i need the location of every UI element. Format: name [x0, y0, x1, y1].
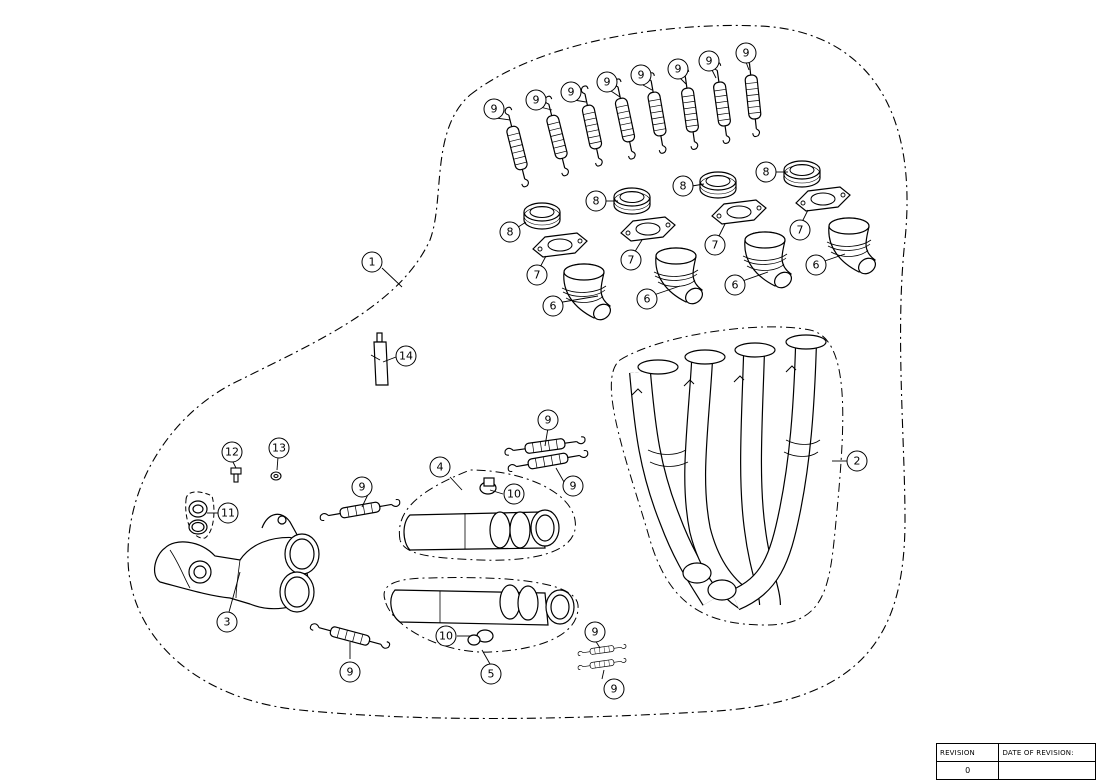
callout-10: 10: [435, 625, 457, 647]
bolt-part: [230, 467, 242, 483]
callout-9: 9: [584, 621, 606, 643]
callout-14: 14: [395, 345, 417, 367]
side-spring-part: [308, 434, 627, 671]
collector-part: [153, 513, 320, 613]
svg-text:7: 7: [628, 254, 635, 267]
callout-6: 6: [805, 254, 827, 276]
callout-9: 9: [603, 678, 625, 700]
o-ring-group-outline: [185, 491, 215, 539]
upper-midpipe-part: [403, 477, 560, 551]
svg-text:9: 9: [611, 683, 618, 696]
svg-text:9: 9: [743, 47, 750, 60]
o-ring-part: [188, 500, 208, 535]
revision-header: REVISION: [935, 743, 1000, 762]
svg-text:9: 9: [491, 103, 498, 116]
callout-7: 7: [526, 264, 548, 286]
callout-9: 9: [525, 89, 547, 111]
svg-text:7: 7: [534, 269, 541, 282]
svg-text:7: 7: [797, 224, 804, 237]
svg-text:1: 1: [369, 256, 376, 269]
svg-text:13: 13: [272, 442, 286, 455]
svg-text:11: 11: [221, 507, 235, 520]
svg-text:6: 6: [813, 259, 820, 272]
callout-11: 11: [217, 502, 239, 524]
svg-text:9: 9: [706, 55, 713, 68]
callout-4: 4: [429, 456, 451, 478]
callout-6: 6: [636, 288, 658, 310]
svg-text:5: 5: [488, 668, 495, 681]
callout-9: 9: [562, 475, 584, 497]
sealant-tube-part: [373, 332, 389, 386]
callout-8: 8: [499, 221, 521, 243]
header-pipes-part: [629, 334, 827, 611]
washer-part: [270, 471, 282, 481]
revision-value: 0: [935, 761, 1000, 780]
svg-text:6: 6: [732, 279, 739, 292]
callout-9: 9: [537, 409, 559, 431]
svg-text:8: 8: [507, 226, 514, 239]
revision-table: REVISION DATE OF REVISION: 0: [935, 743, 1096, 780]
svg-text:8: 8: [680, 180, 687, 193]
svg-text:9: 9: [347, 666, 354, 679]
callout-9: 9: [667, 58, 689, 80]
svg-text:2: 2: [854, 455, 861, 468]
svg-text:10: 10: [439, 630, 453, 643]
svg-text:10: 10: [507, 488, 521, 501]
date-of-revision-header: DATE OF REVISION:: [998, 743, 1096, 762]
callout-6: 6: [724, 274, 746, 296]
svg-text:14: 14: [399, 350, 413, 363]
callout-8: 8: [755, 161, 777, 183]
svg-text:9: 9: [568, 86, 575, 99]
callout-10: 10: [503, 483, 525, 505]
svg-text:9: 9: [545, 414, 552, 427]
svg-text:8: 8: [763, 166, 770, 179]
svg-text:9: 9: [570, 480, 577, 493]
svg-text:9: 9: [638, 69, 645, 82]
svg-text:9: 9: [604, 76, 611, 89]
svg-text:12: 12: [225, 446, 239, 459]
callout-9: 9: [596, 71, 618, 93]
callout-8: 8: [585, 190, 607, 212]
callout-9: 9: [698, 50, 720, 72]
callout-9: 9: [630, 64, 652, 86]
callout-9: 9: [339, 661, 361, 683]
svg-text:9: 9: [592, 626, 599, 639]
callout-9: 9: [483, 98, 505, 120]
callout-13: 13: [268, 437, 290, 459]
callout-6: 6: [542, 295, 564, 317]
midpipe-lower-outline: [383, 577, 579, 653]
callout-7: 7: [620, 249, 642, 271]
svg-text:9: 9: [675, 63, 682, 76]
svg-text:6: 6: [550, 300, 557, 313]
svg-text:9: 9: [533, 94, 540, 107]
date-of-revision-value: [998, 761, 1096, 780]
callout-7: 7: [704, 234, 726, 256]
callout-7: 7: [789, 219, 811, 241]
callout-12: 12: [221, 441, 243, 463]
svg-text:4: 4: [437, 461, 444, 474]
callout-2: 2: [846, 450, 868, 472]
svg-text:9: 9: [359, 481, 366, 494]
svg-text:8: 8: [593, 195, 600, 208]
header-group-outline: [610, 326, 844, 626]
callout-9: 9: [560, 81, 582, 103]
callout-1: 1: [361, 251, 383, 273]
svg-text:7: 7: [712, 239, 719, 252]
svg-text:6: 6: [644, 293, 651, 306]
callout-8: 8: [672, 175, 694, 197]
svg-text:3: 3: [224, 616, 231, 629]
lower-midpipe-part: [390, 584, 575, 646]
midpipe-upper-outline: [398, 469, 576, 561]
callout-9: 9: [351, 476, 373, 498]
callout-3: 3: [216, 611, 238, 633]
callout-9: 9: [735, 42, 757, 64]
callout-5: 5: [480, 663, 502, 685]
